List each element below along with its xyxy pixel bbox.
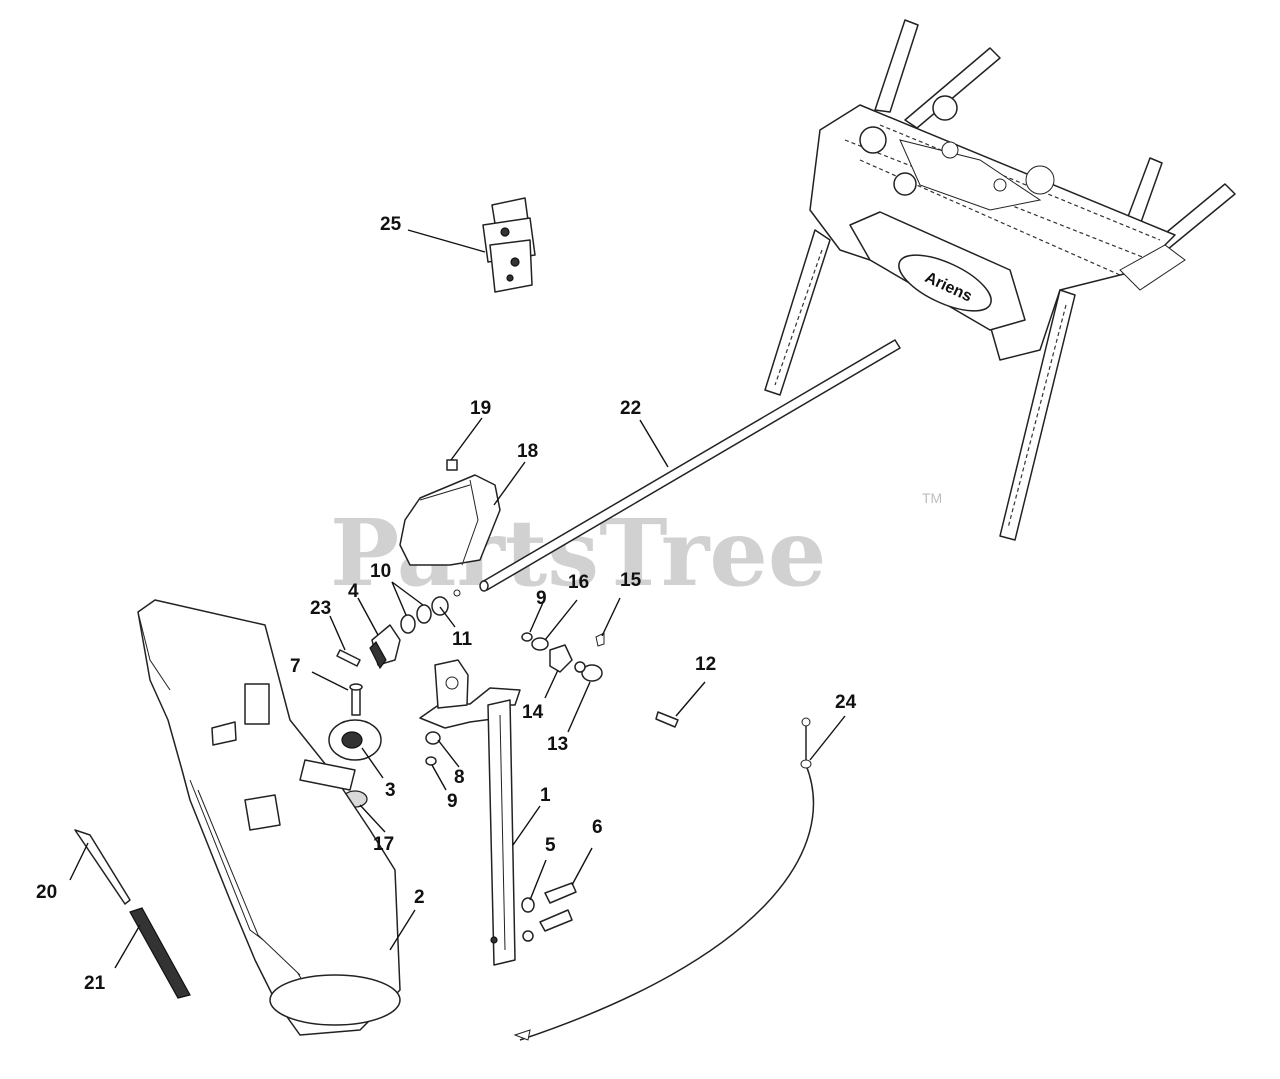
part-19-screw bbox=[446, 459, 458, 471]
part-25-bracket bbox=[482, 197, 536, 293]
part-13-knob bbox=[574, 661, 603, 682]
callout-9-upper: 9 bbox=[536, 588, 547, 609]
part-14-pivot bbox=[549, 644, 573, 673]
callout-13: 13 bbox=[547, 734, 568, 755]
callouts: 25 22 19 18 10 11 4 23 7 3 17 8 9 9 16 1… bbox=[36, 214, 857, 994]
callout-14: 14 bbox=[522, 702, 544, 723]
callout-8: 8 bbox=[454, 767, 465, 788]
part-12-pin bbox=[655, 711, 679, 728]
callout-22: 22 bbox=[620, 398, 641, 419]
callout-21: 21 bbox=[84, 973, 106, 994]
handle-dash-assembly: Ariens bbox=[764, 19, 1236, 541]
part-11-bushing bbox=[431, 589, 461, 616]
callout-23: 23 bbox=[310, 598, 331, 619]
callout-19: 19 bbox=[470, 398, 491, 419]
callout-9-lower: 9 bbox=[447, 791, 458, 812]
callout-18: 18 bbox=[517, 441, 538, 462]
part-9-nut-upper bbox=[521, 632, 533, 642]
part-6-bolts bbox=[539, 882, 577, 932]
part-23-pin bbox=[336, 649, 361, 667]
leader-lines bbox=[69, 229, 846, 969]
callout-24: 24 bbox=[835, 692, 857, 713]
callout-15: 15 bbox=[620, 570, 642, 591]
part-20-cable-end bbox=[74, 829, 131, 905]
part-16-washer bbox=[531, 637, 549, 651]
callout-3: 3 bbox=[385, 780, 396, 801]
part-1-bracket bbox=[419, 659, 521, 966]
part-21-spring bbox=[129, 907, 191, 999]
callout-6: 6 bbox=[592, 817, 603, 838]
part-15-clip bbox=[595, 632, 605, 647]
part-7-bolt bbox=[349, 683, 363, 716]
callout-25: 25 bbox=[380, 214, 402, 235]
part-5-nuts bbox=[521, 897, 535, 942]
callout-1: 1 bbox=[540, 785, 551, 806]
part-8-nut bbox=[425, 731, 441, 745]
callout-16: 16 bbox=[568, 572, 589, 593]
callout-7: 7 bbox=[290, 656, 301, 677]
part-10-washers bbox=[400, 604, 432, 634]
callout-2: 2 bbox=[414, 887, 425, 908]
part-9-nut-lower bbox=[425, 756, 437, 766]
callout-12: 12 bbox=[695, 654, 716, 675]
callout-17: 17 bbox=[373, 834, 394, 855]
part-3-gear bbox=[328, 719, 382, 761]
callout-4: 4 bbox=[348, 581, 359, 602]
watermark-tm: TM bbox=[922, 490, 942, 506]
part-22-rod bbox=[479, 339, 901, 592]
part-4-pinion bbox=[369, 624, 401, 670]
part-18-gear-cover bbox=[399, 474, 501, 566]
part-24-cable bbox=[513, 717, 815, 1041]
callout-20: 20 bbox=[36, 882, 57, 903]
part-2-chute bbox=[137, 599, 401, 1036]
callout-5: 5 bbox=[545, 835, 556, 856]
callout-11: 11 bbox=[452, 629, 473, 650]
callout-10: 10 bbox=[370, 561, 391, 582]
